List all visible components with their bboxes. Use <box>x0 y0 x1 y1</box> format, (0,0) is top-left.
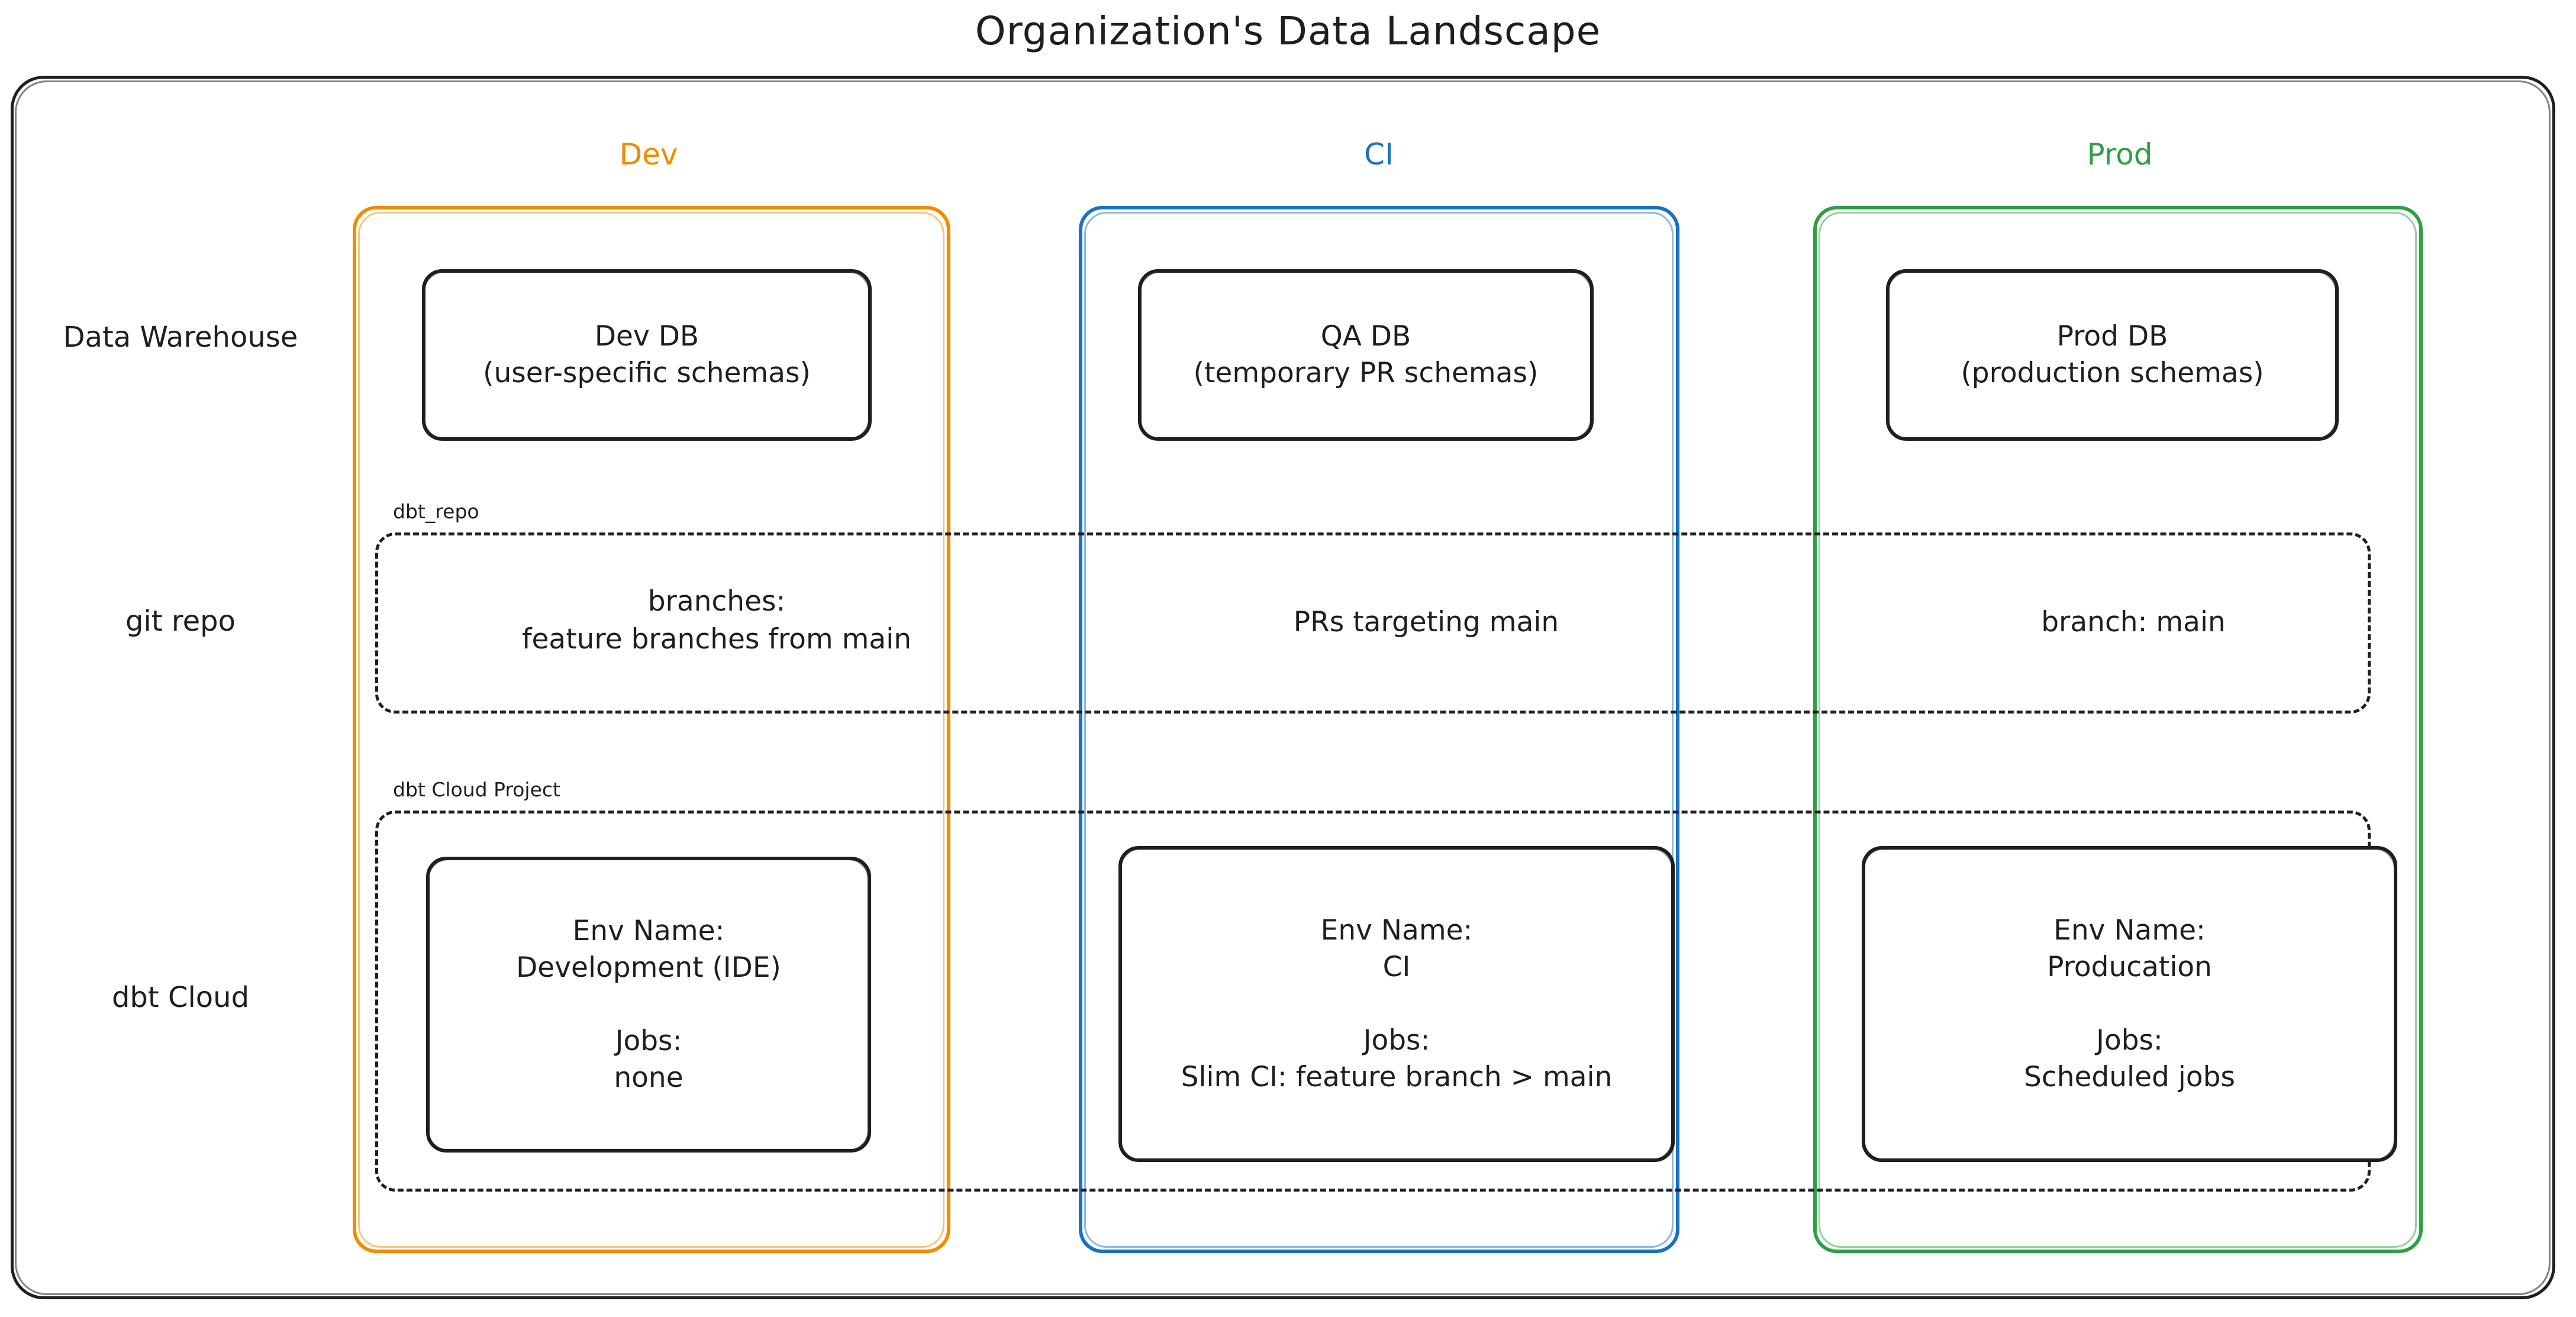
warehouse-box-dev-text: Dev DB (user-specific schemas) <box>483 319 811 389</box>
group-label-dbt-cloud-project: dbt Cloud Project <box>393 778 560 801</box>
warehouse-box-ci[interactable]: QA DB (temporary PR schemas) <box>1138 269 1594 441</box>
warehouse-box-dev[interactable]: Dev DB (user-specific schemas) <box>422 269 872 441</box>
warehouse-box-ci-text: QA DB (temporary PR schemas) <box>1193 319 1539 389</box>
dbt-cloud-box-dev-text: Env Name: Development (IDE) Jobs: none <box>516 914 781 1095</box>
warehouse-box-prod[interactable]: Prod DB (production schemas) <box>1886 269 2339 441</box>
row-label-data-warehouse: Data Warehouse <box>63 321 298 354</box>
dbt-cloud-box-ci-text: Env Name: CI Jobs: Slim CI: feature bran… <box>1181 913 1613 1094</box>
group-label-dbt-repo: dbt_repo <box>393 500 479 523</box>
dbt-cloud-box-prod-text: Env Name: Producation Jobs: Scheduled jo… <box>2024 913 2235 1094</box>
git-repo-cell-dev: branches: feature branches from main <box>521 585 912 656</box>
env-container-prod <box>1813 206 2423 1253</box>
column-header-prod: Prod <box>2087 137 2153 172</box>
warehouse-box-prod-text: Prod DB (production schemas) <box>1961 319 2264 389</box>
diagram-outer-frame <box>11 76 2555 1299</box>
row-label-git-repo: git repo <box>125 605 236 638</box>
dbt-cloud-box-dev[interactable]: Env Name: Development (IDE) Jobs: none <box>426 857 871 1153</box>
git-repo-cell-prod: branch: main <box>2041 606 2226 638</box>
column-header-dev: Dev <box>619 137 678 172</box>
dbt-cloud-box-ci[interactable]: Env Name: CI Jobs: Slim CI: feature bran… <box>1118 846 1675 1162</box>
column-header-ci: CI <box>1364 137 1394 172</box>
env-container-ci <box>1079 206 1679 1253</box>
row-label-dbt-cloud: dbt Cloud <box>111 981 250 1014</box>
git-repo-cell-ci: PRs targeting main <box>1293 606 1559 638</box>
dbt-cloud-box-prod[interactable]: Env Name: Producation Jobs: Scheduled jo… <box>1862 846 2397 1162</box>
env-container-dev <box>353 206 950 1253</box>
page-title: Organization's Data Landscape <box>975 8 1601 54</box>
group-container-dbt-repo <box>375 532 2371 714</box>
